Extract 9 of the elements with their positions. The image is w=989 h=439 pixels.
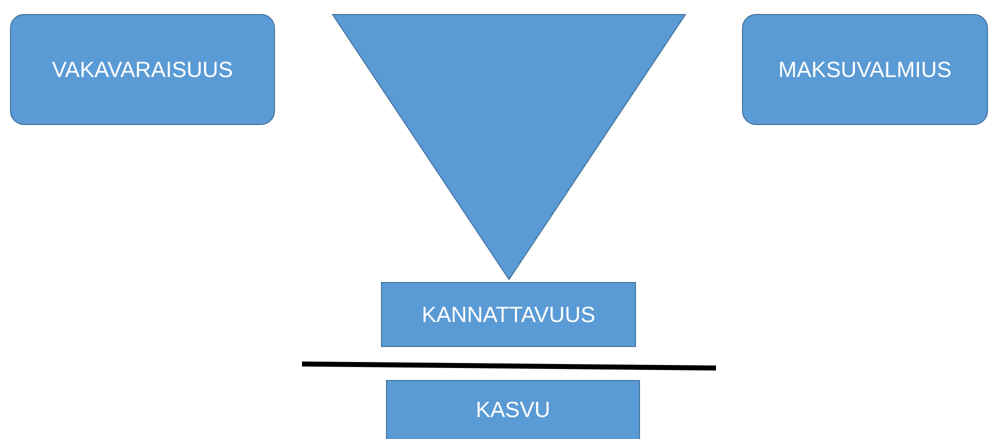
triangle-shape — [332, 14, 686, 280]
box-label: KANNATTAVUUS — [422, 302, 596, 328]
rounded-box — [742, 14, 988, 125]
process-box — [386, 380, 640, 439]
box-label: KASVU — [476, 397, 550, 423]
box-label: VAKAVARAISUUS — [52, 56, 233, 82]
process-box — [381, 282, 636, 347]
rounded-box — [10, 14, 275, 125]
box-label: MAKSUVALMIUS — [778, 56, 952, 82]
